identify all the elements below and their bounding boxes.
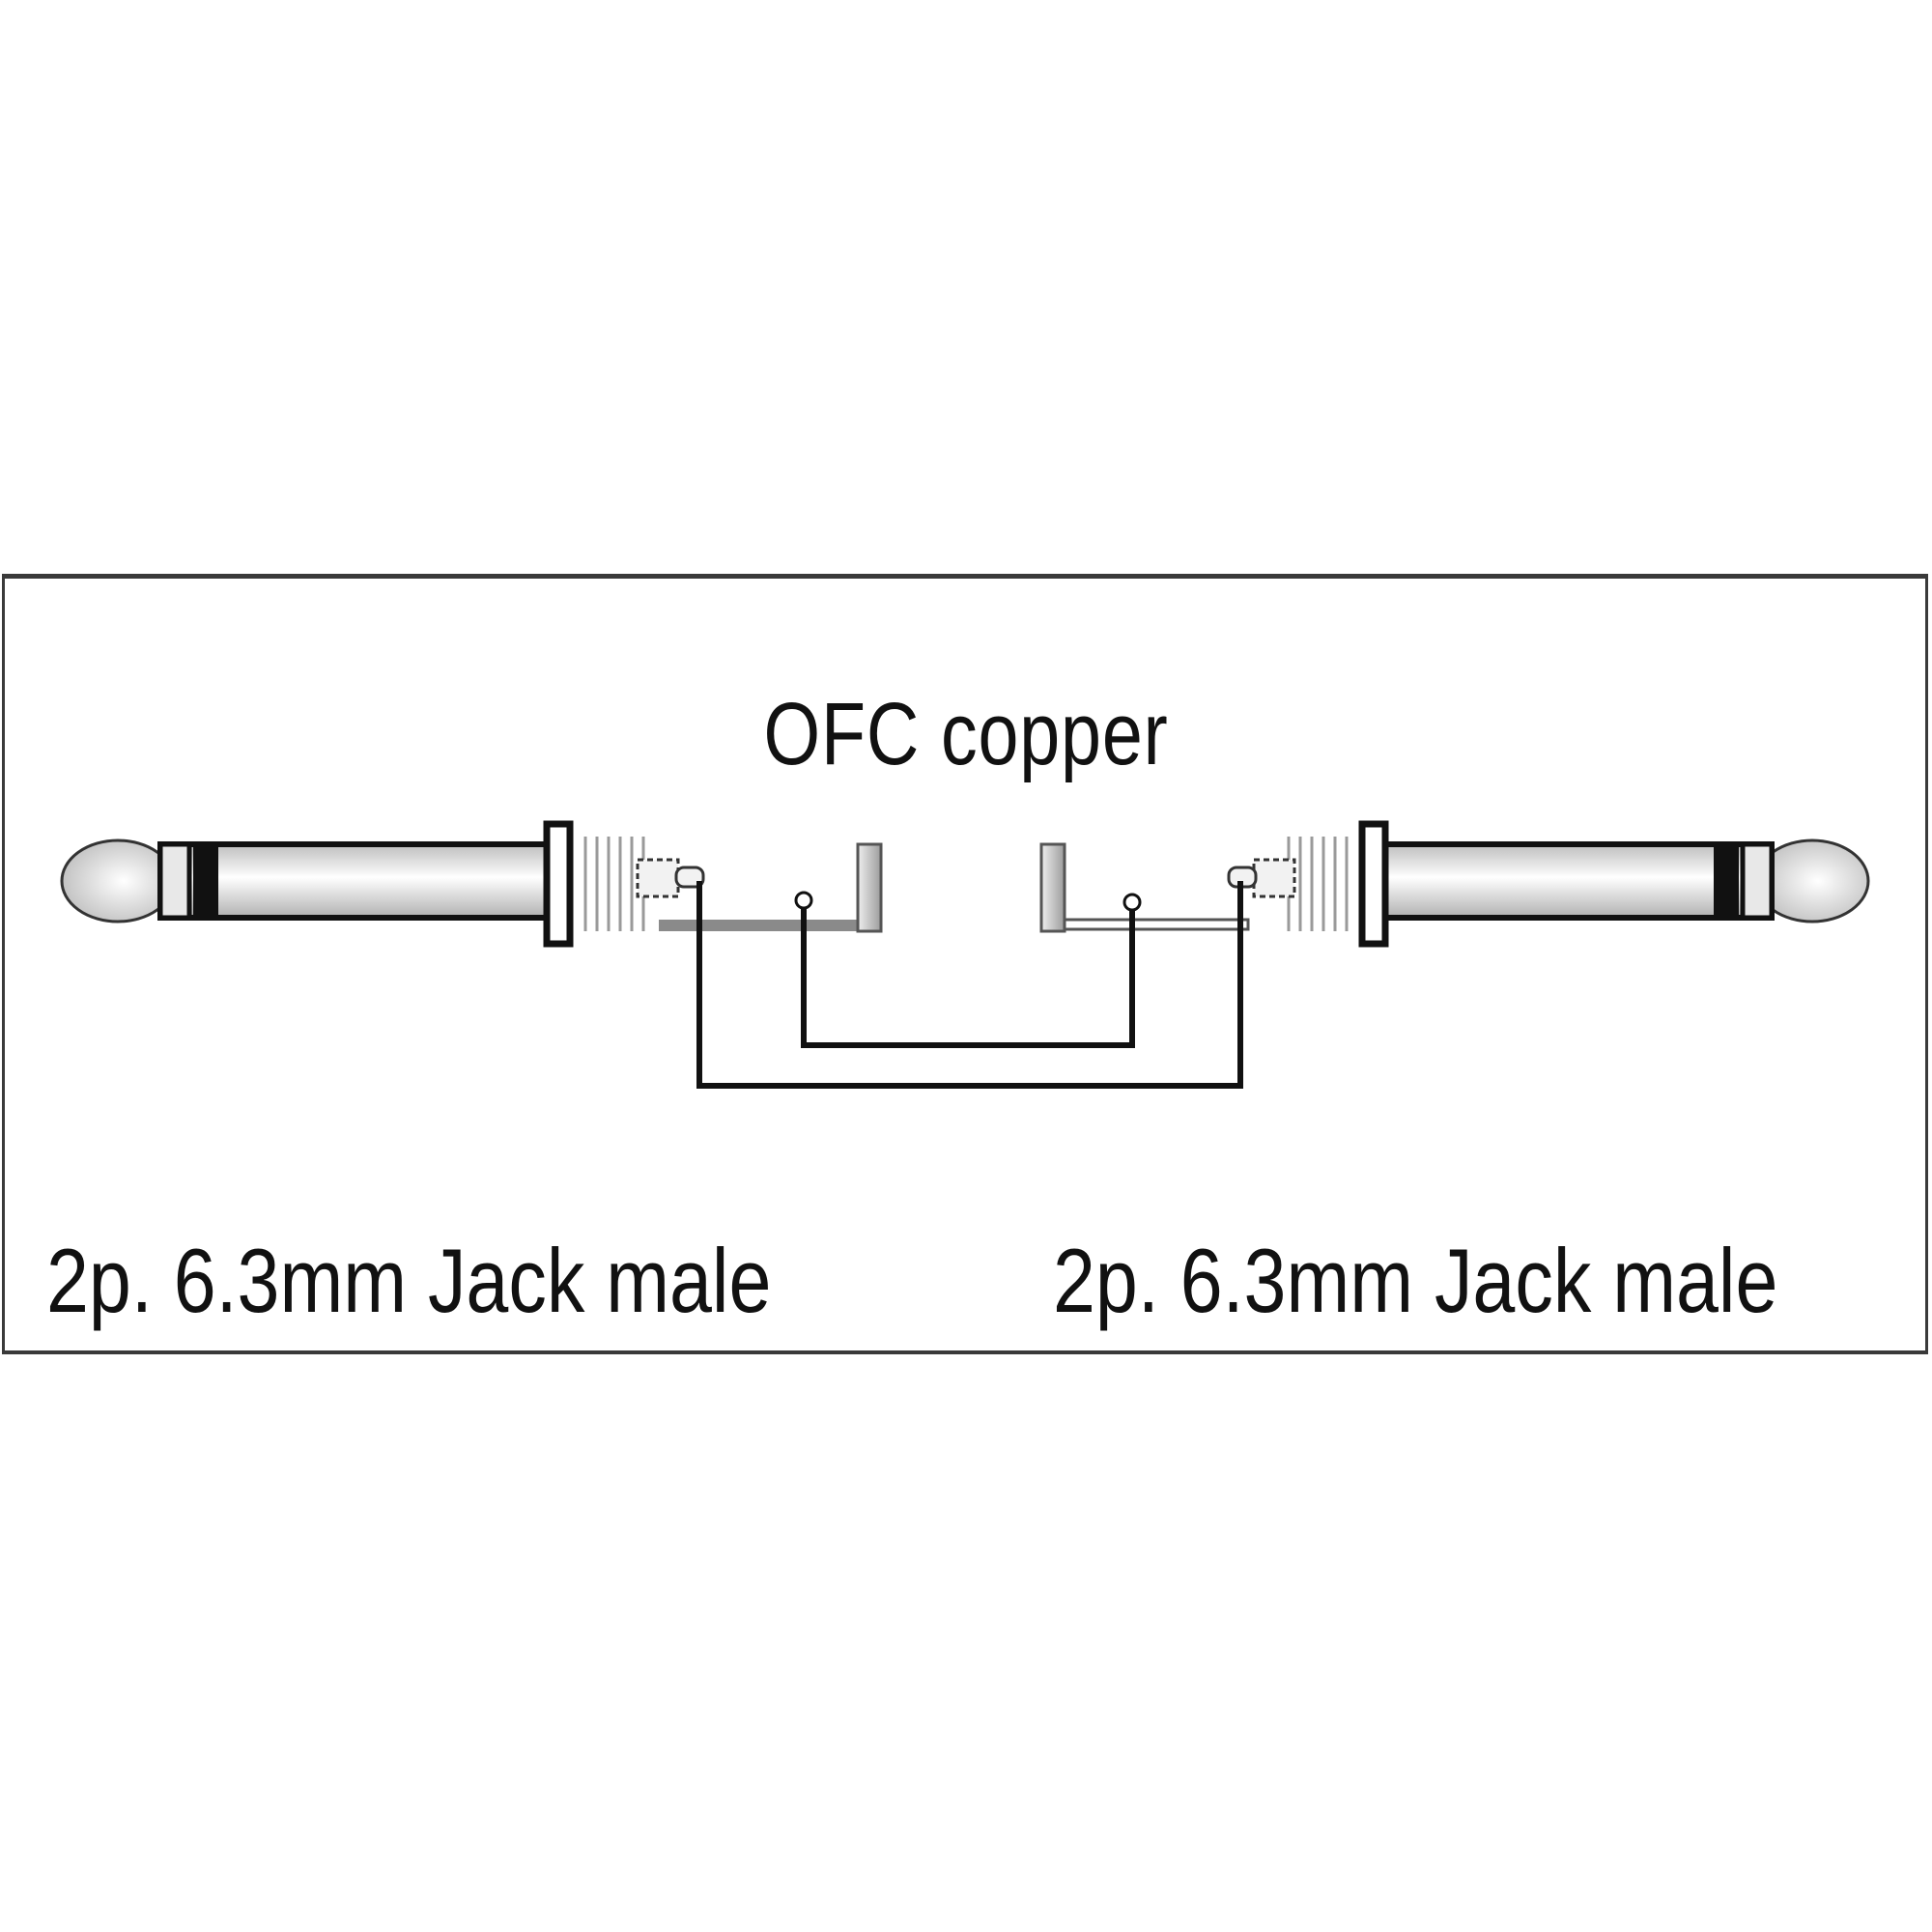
wire-connections xyxy=(696,881,1243,1089)
left-connector-label: 2p. 6.3mm Jack male xyxy=(46,1230,772,1331)
left-jack-plug-icon xyxy=(60,820,883,948)
right-connector-label: 2p. 6.3mm Jack male xyxy=(1053,1230,1778,1331)
right-jack-plug-icon xyxy=(1039,820,1870,948)
diagram-frame xyxy=(2,574,1928,1354)
cable-type-title: OFC copper xyxy=(763,685,1169,783)
